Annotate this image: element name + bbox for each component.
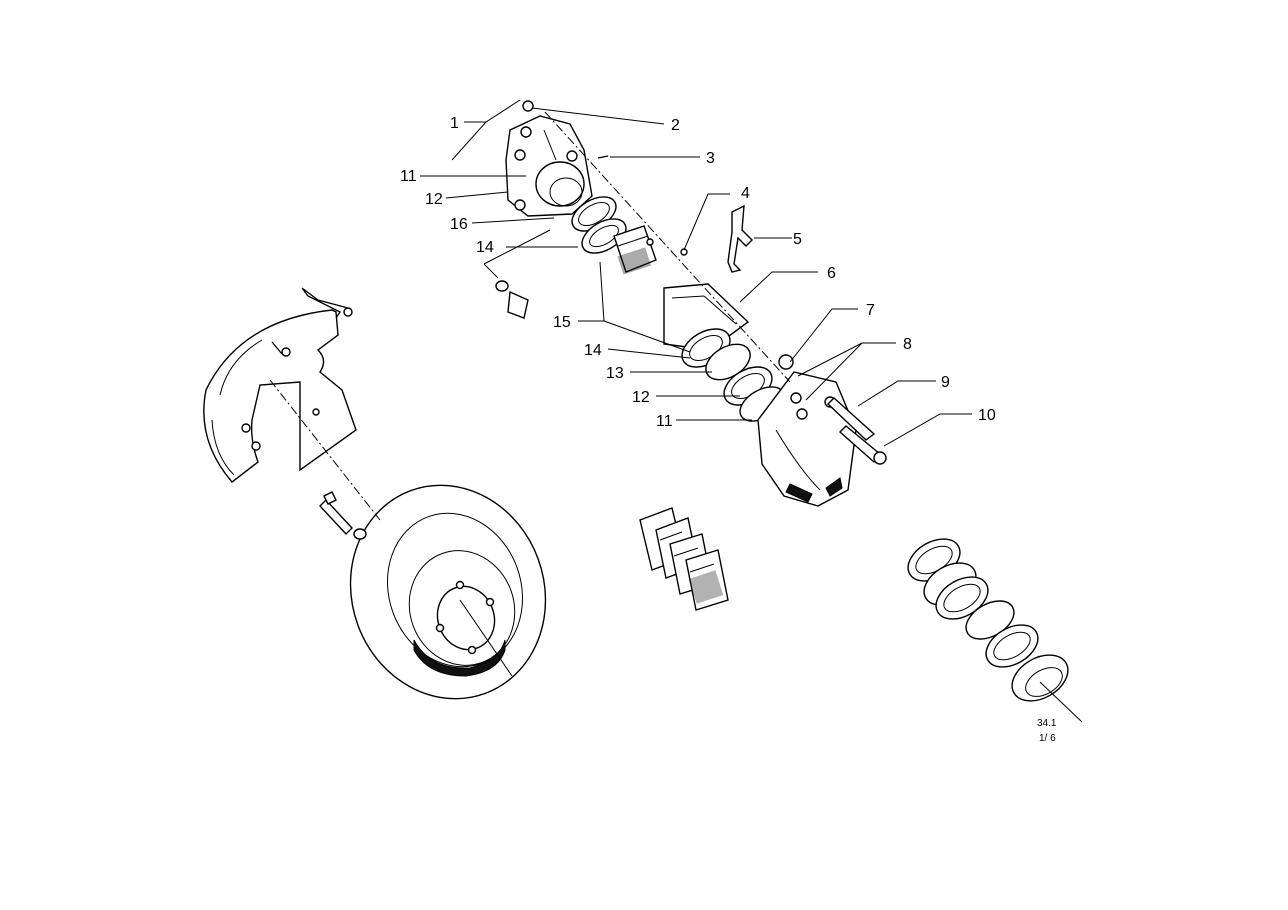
callout-14: 14 <box>584 342 602 359</box>
callout-6: 6 <box>827 265 836 282</box>
callout-11: 11 <box>656 413 673 430</box>
bleeder-bolt <box>495 280 529 319</box>
callout-3: 3 <box>706 150 715 167</box>
disc-bolt <box>319 491 367 540</box>
callout-4: 4 <box>741 185 750 202</box>
reference-code: 34.1 <box>1037 718 1057 729</box>
reference-stamp: 34.1 1/ 6 <box>1037 718 1057 744</box>
splash-shield <box>203 287 357 483</box>
callout-15: 15 <box>553 314 571 331</box>
brake-pad-set <box>639 507 729 611</box>
caliper-upper-half <box>505 100 593 217</box>
callout-14: 14 <box>476 239 494 256</box>
mounting-bolts <box>826 397 887 465</box>
callout-13: 13 <box>606 365 624 382</box>
callout-10: 10 <box>978 407 996 424</box>
reference-sheet: 1/ 6 <box>1039 733 1056 744</box>
brake-disc <box>349 484 547 700</box>
leader-lines <box>420 99 972 447</box>
callout-9: 9 <box>941 374 950 391</box>
callout-8: 8 <box>903 336 912 353</box>
callout-12: 12 <box>632 389 650 406</box>
brake-pad-upper <box>613 225 657 275</box>
piston-seals-upper <box>571 196 627 254</box>
callout-7: 7 <box>866 302 875 319</box>
callout-11: 11 <box>400 168 417 185</box>
callout-2: 2 <box>671 117 680 134</box>
callout-16: 16 <box>450 216 468 233</box>
assembly-axes <box>269 111 1083 723</box>
callout-labels: 1 2 3 11 12 16 4 5 14 6 15 7 8 14 13 12 … <box>400 115 996 430</box>
seal-kit <box>907 538 1069 702</box>
callout-12: 12 <box>425 191 443 208</box>
small-parts <box>597 155 753 273</box>
callout-5: 5 <box>793 231 802 248</box>
callout-1: 1 <box>450 115 459 132</box>
